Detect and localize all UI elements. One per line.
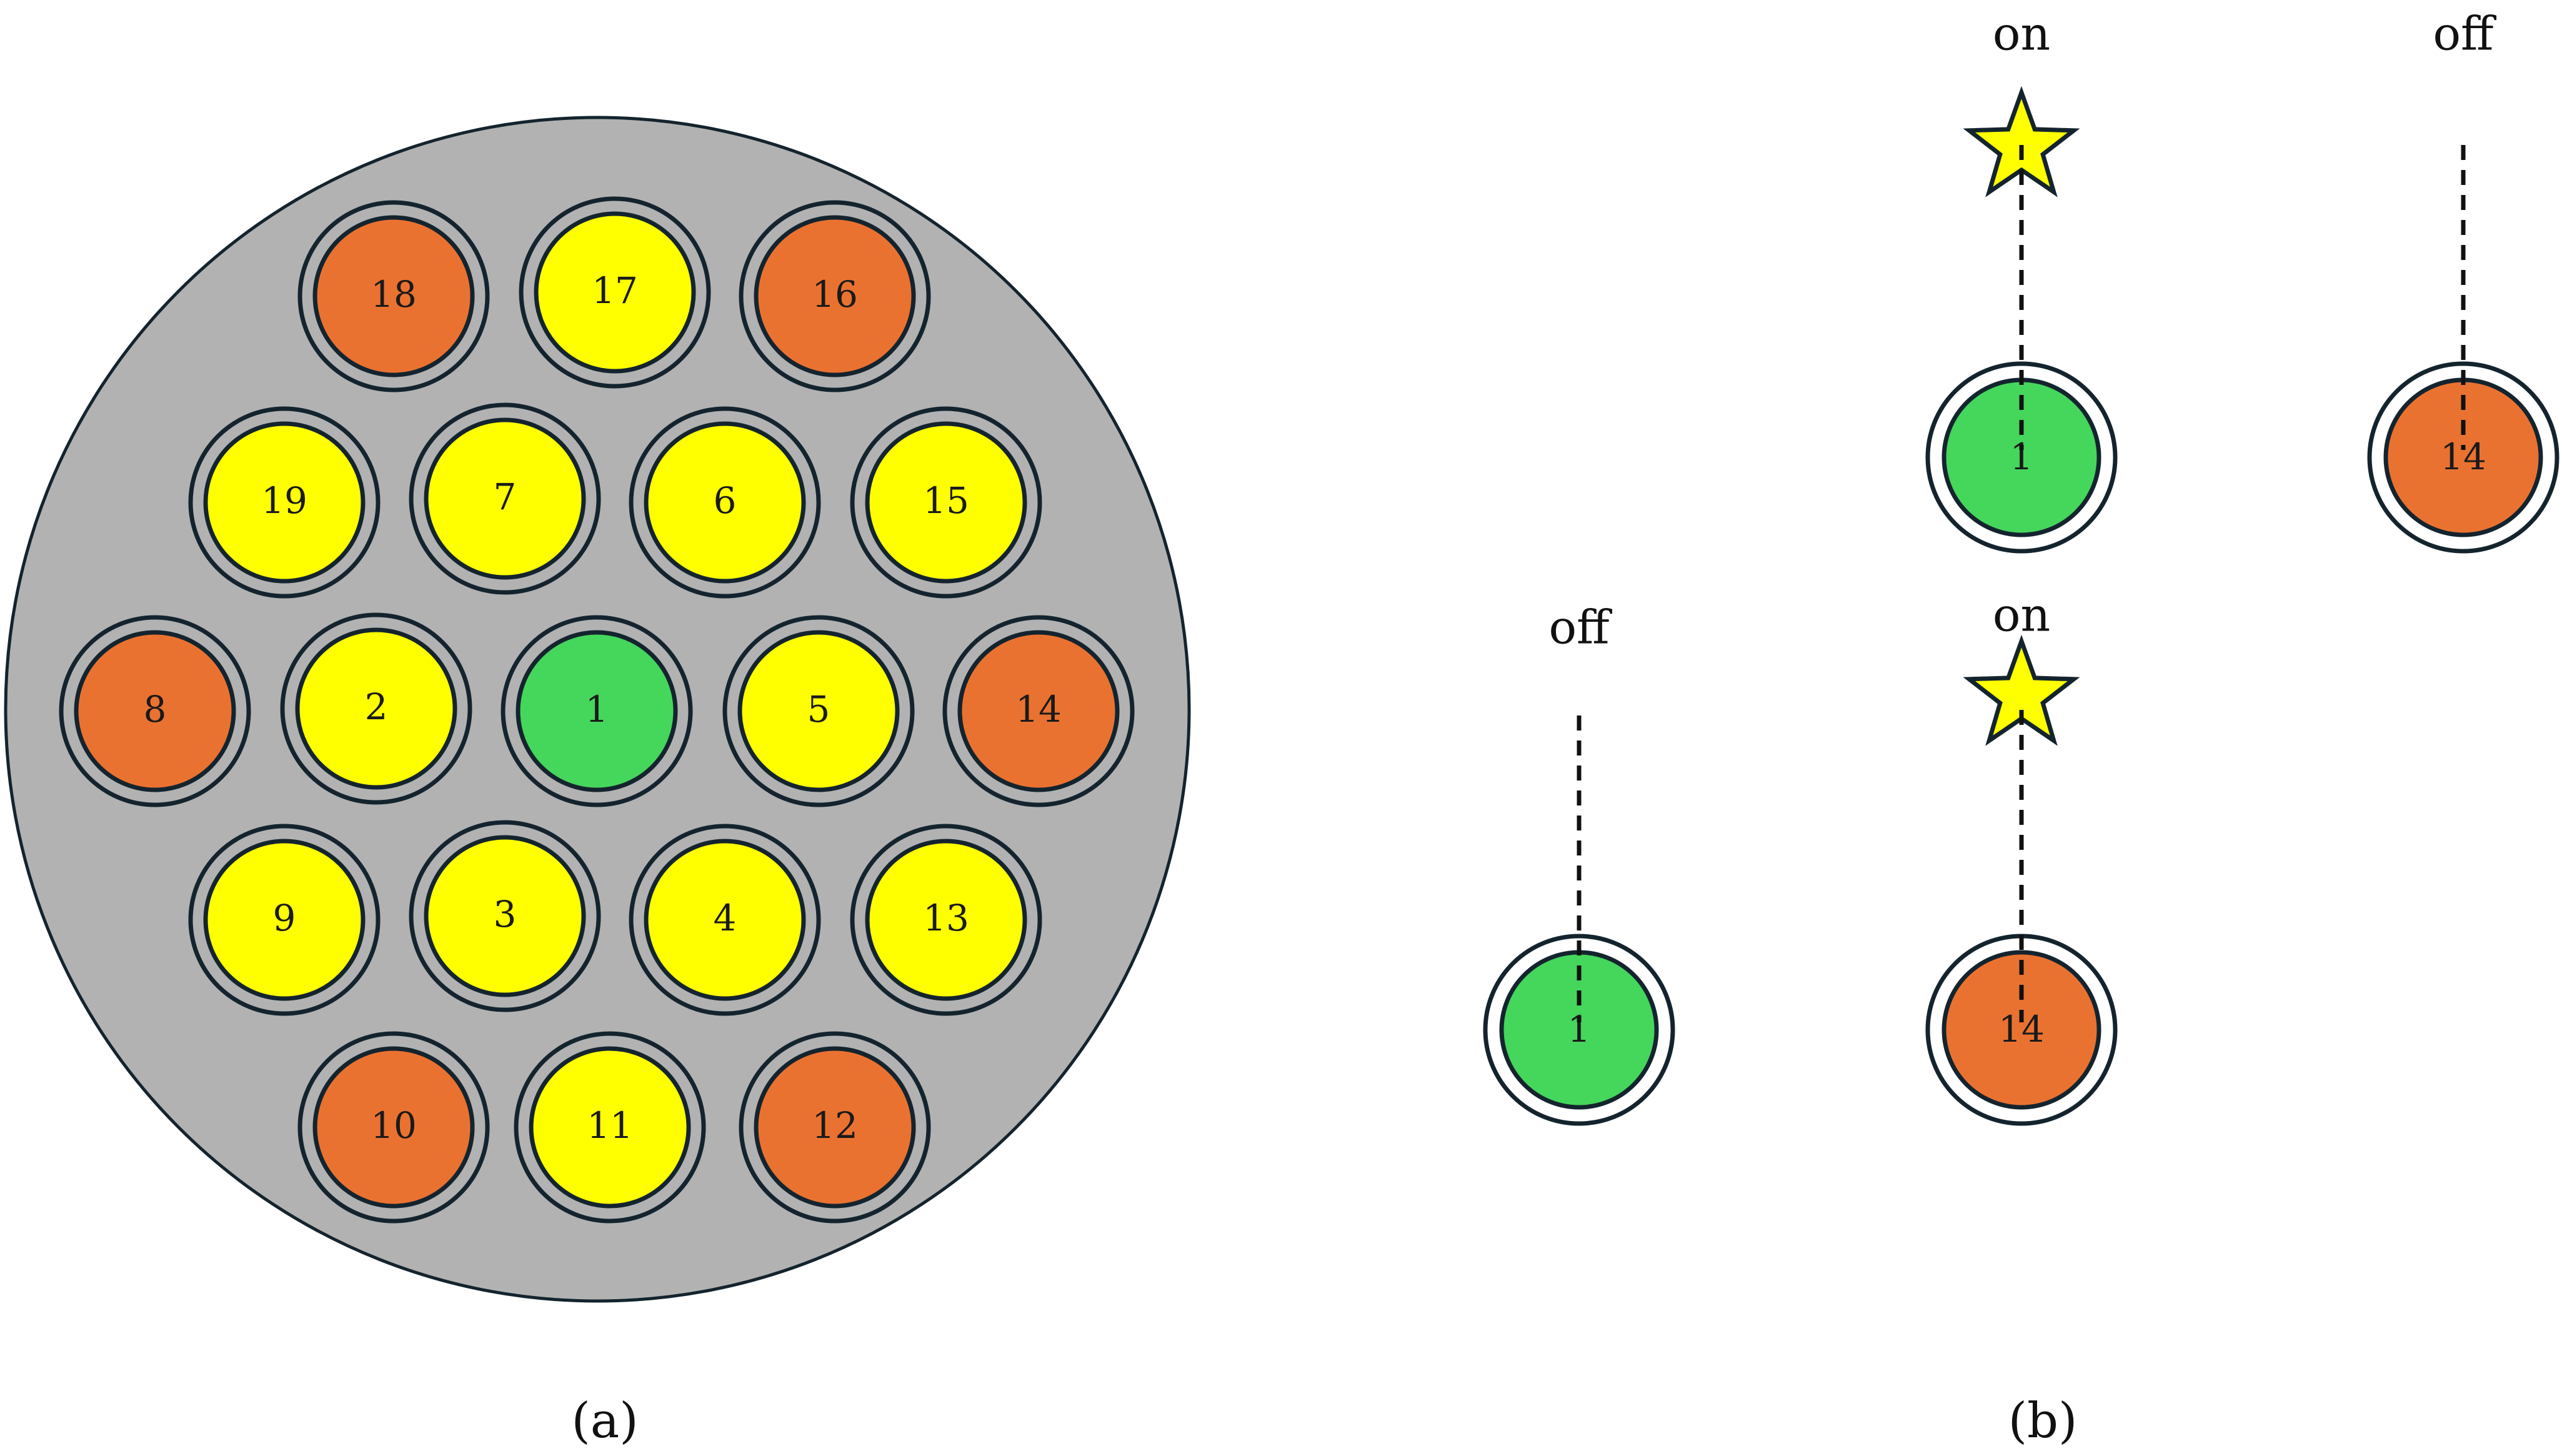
rod-number: 15: [923, 479, 969, 522]
rod-number: 12: [812, 1104, 858, 1147]
rod-8: 8: [59, 615, 251, 807]
rod-9: 9: [188, 824, 381, 1016]
rod-number: 17: [592, 269, 638, 312]
rod-number: 13: [923, 897, 969, 939]
rod-core: [644, 839, 806, 1001]
rod-2: 2: [280, 612, 472, 805]
rod-number: 2: [365, 686, 388, 728]
caption-b: (b): [2008, 1393, 2078, 1449]
rod-number: 14: [1015, 688, 1062, 730]
rod-core: [312, 215, 475, 377]
rod-core: [865, 839, 1027, 1001]
rod-19: 19: [188, 406, 381, 599]
rod-core: [295, 627, 457, 790]
rod-core: [754, 215, 916, 377]
rod-16: 16: [739, 200, 931, 392]
rod-13: 13: [850, 824, 1042, 1016]
rod-core: [424, 417, 586, 580]
rod-core: [529, 1046, 691, 1209]
rod-core: [203, 421, 366, 584]
rod-1: 1: [501, 615, 693, 807]
state-label: on: [1993, 7, 2050, 61]
rod-core: [737, 630, 900, 792]
state-label: off: [1548, 601, 1613, 654]
rod-3: 3: [409, 820, 601, 1012]
rod-number: 1: [2010, 436, 2033, 478]
rod-11: 11: [514, 1031, 706, 1224]
state-label: off: [2433, 7, 2497, 61]
rod-number: 14: [2440, 436, 2486, 478]
rod-number: 3: [494, 893, 517, 935]
rod-core: [1941, 950, 2101, 1110]
rod-14: 14: [942, 615, 1135, 807]
rod-4: 4: [629, 824, 821, 1016]
caption-a: (a): [571, 1393, 638, 1449]
rod-12: 12: [739, 1031, 931, 1224]
state-4: off 14: [2367, 7, 2560, 554]
rod-core: [424, 835, 586, 997]
rod-15: 15: [850, 406, 1042, 599]
rod-number: 11: [587, 1104, 633, 1147]
rod-core: [516, 630, 678, 792]
rod-core: [312, 1046, 475, 1209]
rod-core: [865, 421, 1027, 584]
rod-number: 4: [714, 897, 737, 939]
rod-7: 7: [409, 402, 601, 595]
state-1: off 1: [1483, 601, 1675, 1126]
rod-number: 9: [273, 897, 296, 939]
rod-number: 5: [807, 688, 830, 730]
rod-number: 7: [494, 476, 517, 518]
rod-number: 16: [812, 273, 858, 316]
rod-core: [644, 421, 806, 584]
rod-number: 18: [371, 273, 417, 316]
rod-number: 19: [261, 479, 307, 522]
rod-number: 8: [144, 688, 167, 730]
rod-number: 1: [586, 688, 609, 730]
rod-number: 1: [1568, 1008, 1591, 1050]
state-label: on: [1993, 588, 2050, 642]
rod-10: 10: [297, 1031, 490, 1224]
rod-18: 18: [297, 200, 490, 392]
star-icon: [1963, 634, 2080, 746]
rod-number: 6: [714, 479, 737, 522]
state-2: on 1: [1925, 7, 2118, 554]
rod-core: [534, 211, 696, 374]
rod-5: 5: [722, 615, 915, 807]
rod-number: 10: [371, 1104, 417, 1147]
rod-6: 6: [629, 406, 821, 599]
rod-17: 17: [519, 196, 711, 389]
rod-core: [754, 1046, 916, 1209]
rod-core: [203, 839, 366, 1001]
rod-core: [957, 630, 1120, 792]
rod-core: [74, 630, 236, 792]
